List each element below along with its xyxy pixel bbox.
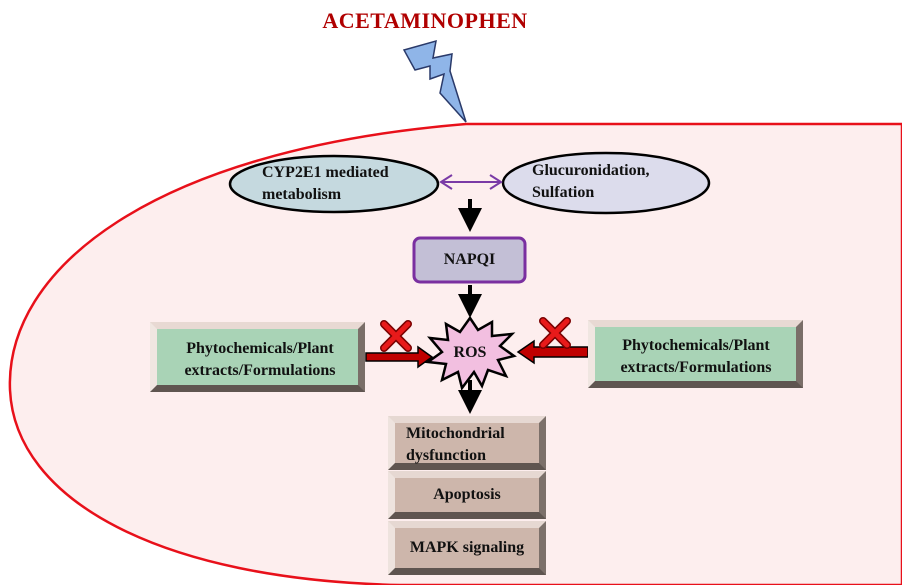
inhibition-arrow-right	[516, 339, 589, 365]
phytochemicals-right-line2: extracts/Formulations	[620, 359, 772, 376]
phytochemicals-left-line2: extracts/Formulations	[184, 362, 336, 379]
cyp2e1-label-line2: metabolism	[262, 186, 342, 203]
mapk-signaling-box	[388, 521, 546, 575]
double-arrow-icon	[439, 174, 503, 190]
cyp2e1-ellipse	[228, 154, 440, 214]
napqi-label: NAPQI	[443, 251, 496, 268]
mapk-signaling-label: MAPK signaling	[409, 539, 525, 556]
phytochemicals-label-right: Phytochemicals/Plant extracts/Formulatio…	[596, 335, 796, 379]
phytochemicals-label-left: Phytochemicals/Plant extracts/Formulatio…	[160, 338, 360, 382]
mitochondrial-dysfunction-box	[388, 416, 546, 470]
phytochemicals-box-right	[588, 320, 803, 388]
cyp2e1-label: CYP2E1 mediated metabolism	[262, 162, 389, 206]
cyp2e1-label-line1: CYP2E1 mediated	[262, 164, 389, 181]
glucuronidation-ellipse	[501, 151, 711, 215]
phytochemicals-left-line1: Phytochemicals/Plant	[186, 340, 334, 357]
x-mark-icon	[380, 320, 412, 352]
burst-icon	[424, 315, 517, 391]
mitochondrial-line1: Mitochondrial	[406, 425, 505, 442]
inhibition-arrow-left	[365, 345, 434, 369]
lightning-bolt-icon	[402, 39, 467, 123]
ros-label: ROS	[453, 344, 487, 361]
apoptosis-box	[388, 471, 546, 519]
napqi-box	[412, 236, 527, 284]
glucuronidation-label-line1: Glucuronidation,	[532, 162, 650, 179]
glucuronidation-label-line2: Sulfation	[532, 184, 595, 201]
phytochemicals-right-line1: Phytochemicals/Plant	[622, 337, 770, 354]
mitochondrial-line2: dysfunction	[406, 447, 487, 464]
apoptosis-label: Apoptosis	[433, 486, 501, 503]
glucuronidation-label: Glucuronidation, Sulfation	[532, 160, 650, 204]
mitochondrial-dysfunction-label: Mitochondrial dysfunction	[406, 423, 505, 467]
phytochemicals-box-left	[150, 322, 365, 392]
diagram-title: ACETAMINOPHEN	[322, 8, 528, 33]
x-mark-icon	[539, 317, 571, 349]
